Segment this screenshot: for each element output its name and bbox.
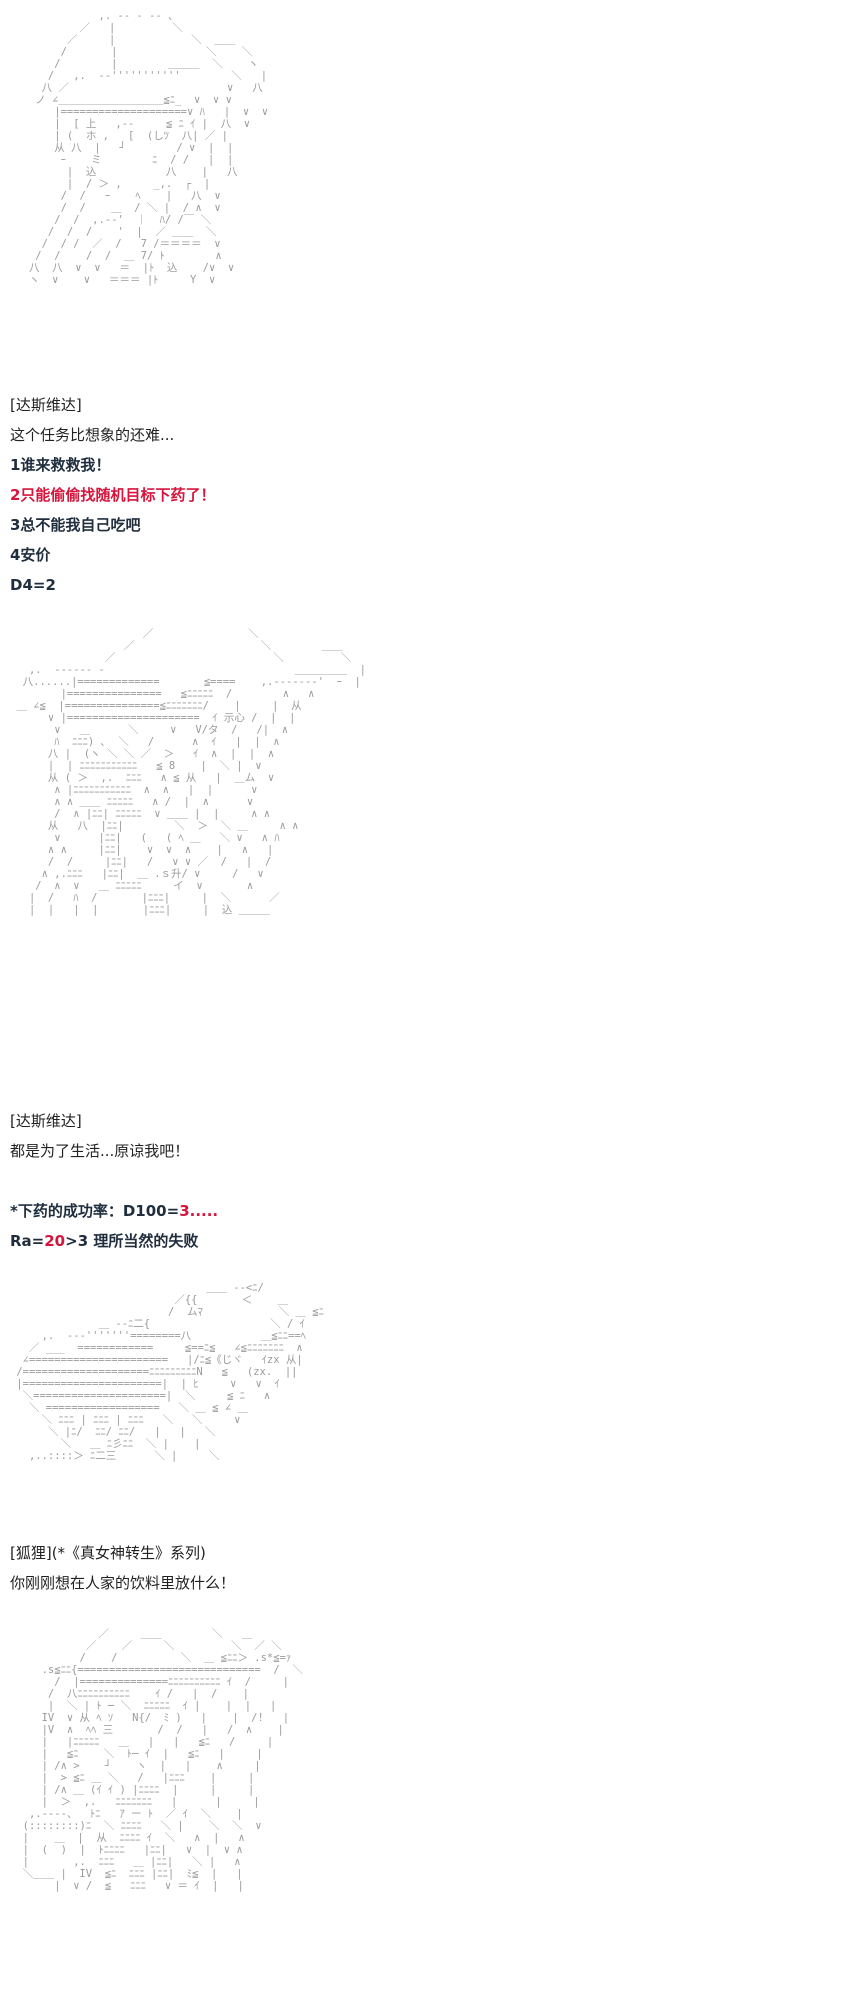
dialogue-line: 都是为了生活...原谅我吧！	[10, 1142, 190, 1160]
text-block-3: *下药的成功率：D100=3..... Ra=20>3 理所当然的失败	[10, 1196, 830, 1256]
ascii-art-figure-1: ,. -‐ ‐ ‐- 、 ／ | ＼ ／ | ＼ ＿＿ / | ＼ ＼ / | …	[28, 10, 269, 286]
option-3: 3总不能我自己吃吧	[10, 516, 141, 534]
option-4: 4安价	[10, 546, 51, 564]
dice-roll: D4=2	[10, 576, 56, 594]
text-block-2: [达斯维达] 都是为了生活...原谅我吧！	[10, 1106, 830, 1166]
speaker-label: [达斯维达]	[10, 396, 82, 414]
dialogue-line: 你刚刚想在人家的饮料里放什么！	[10, 1574, 236, 1592]
ra-check-line: Ra=20>3 理所当然的失败	[10, 1226, 830, 1256]
ra-result: >3 理所当然的失败	[65, 1232, 199, 1250]
text-block-4: [狐狸](*《真女神转生》系列) 你刚刚想在人家的饮料里放什么！	[10, 1538, 830, 1598]
ascii-art-figure-3: ＿＿ -‐<ﾆ/ ／{{ ＜ ＿ / ムﾏ ＼ ＿ ≦ﾆ ＿ -‐ﾆ二{ ＼ /…	[16, 1282, 324, 1462]
ascii-art-figure-2: ／ ＼ ／ ＼ ＿＿ ／ ＼ ＼ ,. -‐‐‐‐‐ ‐ ＿＿＿＿＿ | 八..…	[16, 628, 366, 916]
text-block-1: [达斯维达] 这个任务比想象的还难... 1谁来救救我！ 2只能偷偷找随机目标下…	[10, 390, 830, 600]
option-2-selected: 2只能偷偷找随机目标下药了！	[10, 486, 216, 504]
option-1: 1谁来救救我！	[10, 456, 111, 474]
ra-prefix: Ra=	[10, 1232, 45, 1250]
ra-value: 20	[44, 1232, 66, 1250]
dialogue-line: 这个任务比想象的还难...	[10, 426, 175, 444]
success-rate-line: *下药的成功率：D100=3.....	[10, 1196, 830, 1226]
speaker-label: [狐狸](*《真女神转生》系列)	[10, 1544, 206, 1562]
success-rate-label: *下药的成功率：D100=	[10, 1202, 180, 1220]
ascii-art-figure-4: ／ ＿＿ ＼ ＿ ／ ／ ＼ ＼ ／ ＼ / / ＼ ＿ ≦ﾆﾆ＞ .s*≦=ｧ…	[22, 1628, 303, 1892]
speaker-label: [达斯维达]	[10, 1112, 82, 1130]
success-rate-value: 3.....	[179, 1202, 219, 1220]
